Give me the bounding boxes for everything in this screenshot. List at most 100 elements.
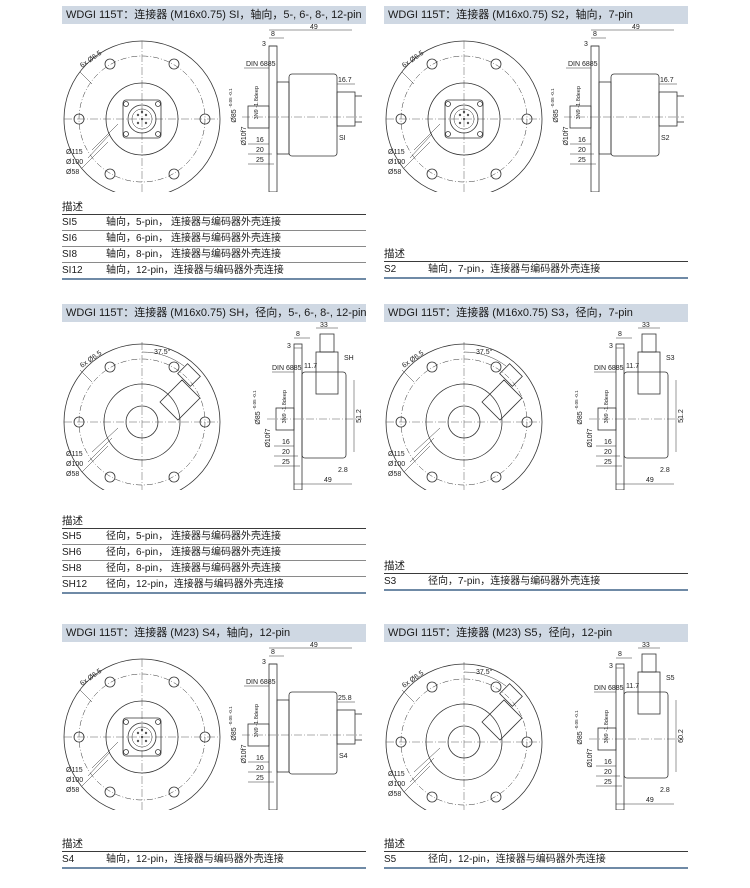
panel-title: WDGI 115T：连接器 (M16x0.75) SI，轴向，5-, 6-, 8… (62, 6, 366, 24)
label-l25: 25 (604, 779, 612, 786)
label-d58: Ø58 (66, 169, 79, 176)
label-din: DIN 6885 (272, 365, 302, 372)
label-w8: 8 (593, 31, 597, 38)
label-height: 51.2 (356, 409, 363, 423)
label-w49: 49 (310, 642, 318, 649)
label-w3: 3 (609, 343, 613, 350)
label-holes: 6x Ø6.5 (401, 50, 425, 70)
side-connector (315, 351, 339, 395)
label-key: 3N9 -1.8deep (254, 86, 260, 119)
label-w8: 8 (618, 331, 622, 338)
row-description: 轴向，6-pin， 连接器与编码器外壳连接 (106, 233, 282, 244)
row-description: 轴向，12-pin，连接器与编码器外壳连接 (106, 854, 284, 865)
table-title: 描述 (384, 837, 688, 852)
row-code: SH5 (62, 531, 82, 542)
panel-si: WDGI 115T：连接器 (M16x0.75) SI，轴向，5-, 6-, 8… (62, 6, 366, 280)
label-w33: 33 (320, 322, 328, 329)
label-w3: 3 (262, 41, 266, 48)
label-tol: -0.05 -0.1 (228, 706, 233, 726)
row-description: 轴向，7-pin，连接器与编码器外壳连接 (428, 264, 601, 275)
side-housing (288, 691, 338, 775)
side-connector (637, 671, 661, 715)
label-connector: S5 (666, 675, 675, 682)
label-w33: 33 (642, 322, 650, 329)
label-tol: -0.05 -0.1 (574, 390, 579, 410)
label-w28: 2.8 (660, 787, 670, 794)
table-title: 描述 (384, 247, 688, 262)
label-d115: Ø115 (388, 149, 405, 156)
panel-title: WDGI 115T：连接器 (M16x0.75) S2，轴向，7-pin (384, 6, 688, 24)
label-w33: 33 (642, 642, 650, 649)
label-w8: 8 (271, 649, 275, 656)
label-d115: Ø115 (66, 149, 83, 156)
label-holes: 6x Ø6.5 (401, 670, 425, 690)
label-d85: Ø85 (577, 411, 584, 424)
label-w117: 11.7 (626, 363, 639, 370)
panel-s4: WDGI 115T：连接器 (M23) S4，轴向，12-pin (62, 624, 366, 869)
label-l16: 16 (578, 137, 586, 144)
label-key: 3N9 -1.8deep (282, 390, 288, 423)
label-din: DIN 6885 (594, 685, 624, 692)
row-code: SI12 (62, 265, 83, 276)
label-d85: Ø85 (255, 411, 262, 424)
label-d10: Ø10f7 (265, 428, 272, 447)
label-d10: Ø10f7 (587, 428, 594, 447)
label-tol: -0.05 -0.1 (252, 390, 257, 410)
label-l16: 16 (604, 439, 612, 446)
label-angle: 37.5° (476, 348, 493, 356)
label-w3: 3 (287, 343, 291, 350)
panel-title: WDGI 115T：连接器 (M16x0.75) S3，径向，7-pin (384, 304, 688, 322)
label-tol: -0.05 -0.1 (574, 710, 579, 730)
panel-title: WDGI 115T：连接器 (M16x0.75) SH，径向，5-, 6-, 8… (62, 304, 366, 322)
label-d85: Ø85 (231, 109, 238, 122)
connector-body (159, 379, 201, 421)
label-d100: Ø100 (66, 461, 83, 468)
label-holes: 6x Ø6.5 (79, 668, 103, 688)
label-d10: Ø10f7 (241, 126, 248, 145)
row-description: 径向，5-pin， 连接器与编码器外壳连接 (106, 531, 282, 542)
side-connector (336, 709, 356, 745)
label-l20: 20 (604, 769, 612, 776)
label-w49: 49 (632, 24, 640, 31)
label-height: 60.2 (678, 729, 685, 743)
row-code: SI6 (62, 233, 78, 244)
label-d85: Ø85 (231, 727, 238, 740)
label-d100: Ø100 (66, 777, 83, 784)
label-connector-length: 16.7 (660, 77, 674, 84)
label-w49: 49 (324, 477, 332, 484)
label-l20: 20 (578, 147, 586, 154)
row-code: S5 (384, 854, 397, 865)
panel-s5: WDGI 115T：连接器 (M23) S5，径向，12-pin (384, 624, 688, 869)
side-housing (623, 371, 669, 459)
label-w49: 49 (646, 477, 654, 484)
connector-body (481, 699, 523, 741)
mounting-holes (395, 361, 533, 483)
label-angle: 37.5° (154, 348, 171, 356)
label-connector: S4 (339, 753, 348, 760)
row-code: SI5 (62, 217, 78, 228)
label-height: 51.2 (678, 409, 685, 423)
label-d85: Ø85 (553, 109, 560, 122)
label-w49: 49 (646, 797, 654, 804)
row-code: S3 (384, 576, 397, 587)
table-title: 描述 (62, 200, 366, 215)
side-connector (637, 351, 661, 395)
radial-drawing: 6x Ø6.5 37.5° Ø115 Ø100 Ø58 DIN 6885 3N9… (385, 642, 685, 810)
panel-s2: WDGI 115T：连接器 (M16x0.75) S2，轴向，7-pin (384, 6, 688, 279)
label-din: DIN 6885 (246, 679, 276, 686)
label-din: DIN 6885 (568, 61, 598, 68)
side-housing (610, 73, 660, 157)
label-l16: 16 (282, 439, 290, 446)
label-d58: Ø58 (388, 169, 401, 176)
label-l20: 20 (256, 765, 264, 772)
label-key: 3N9 -1.8deep (254, 704, 260, 737)
label-w8: 8 (271, 31, 275, 38)
